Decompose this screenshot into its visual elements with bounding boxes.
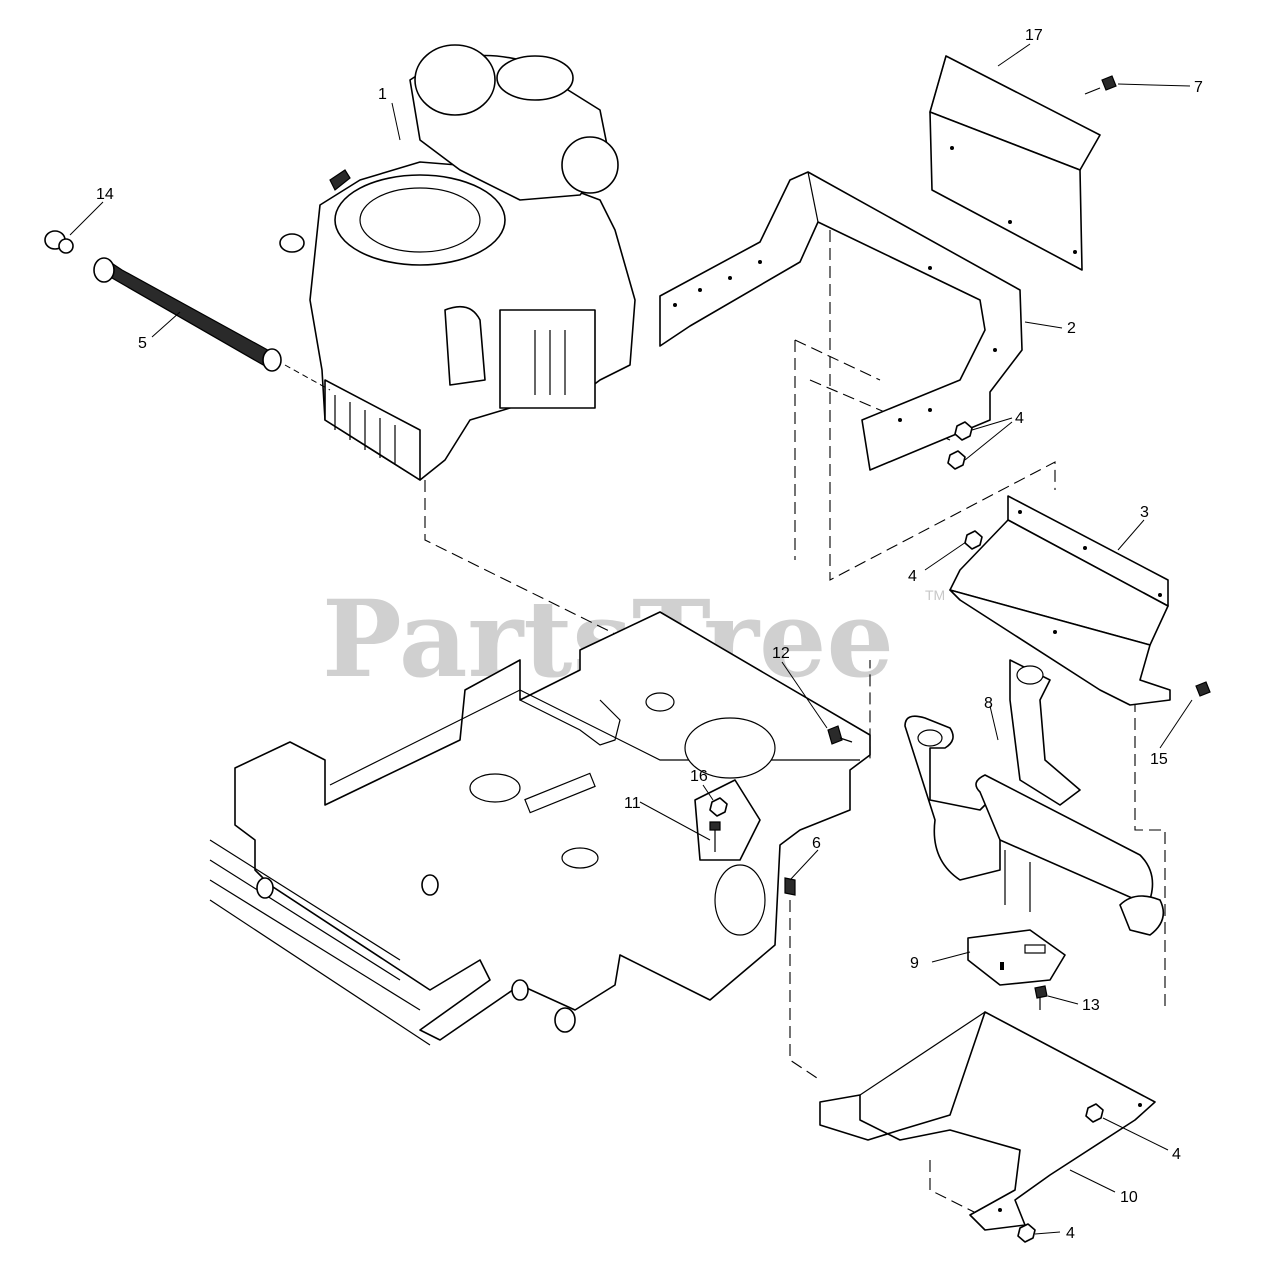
part-10-bottom-shield[interactable] (819, 1011, 1156, 1231)
part-9-clamp[interactable] (967, 929, 1066, 986)
hardware-parts (709, 75, 1211, 1243)
part-4-nut-mid[interactable] (964, 530, 983, 550)
callout-6: 6 (812, 835, 821, 852)
callout-2: 2 (1067, 320, 1076, 337)
callout-4-mid: 4 (908, 568, 917, 585)
callout-5: 5 (138, 335, 147, 352)
part-13-bolt[interactable] (1034, 985, 1048, 1010)
callout-14: 14 (96, 186, 114, 203)
watermark-trademark: TM (925, 587, 945, 603)
part-6-clip[interactable] (784, 877, 796, 896)
callout-3: 3 (1140, 504, 1149, 521)
part-14-fitting[interactable] (44, 230, 74, 254)
part-4-nut-lower-2[interactable] (1017, 1223, 1036, 1243)
callout-13: 13 (1082, 997, 1100, 1014)
callout-4-lower-right: 4 (1172, 1146, 1181, 1163)
part-8-muffler[interactable] (904, 659, 1165, 936)
callout-16: 16 (690, 768, 708, 785)
part-17-shield[interactable] (929, 55, 1101, 271)
callout-4-upper: 4 (1015, 410, 1024, 427)
callout-9: 9 (910, 955, 919, 972)
callout-10: 10 (1120, 1189, 1138, 1206)
part-5-hose[interactable] (93, 257, 331, 391)
callout-labels: 1 2 3 4 4 4 4 5 6 7 8 9 10 11 12 13 14 1… (96, 27, 1203, 1242)
callout-15: 15 (1150, 751, 1168, 768)
part-1-engine[interactable] (279, 44, 636, 481)
callout-17: 17 (1025, 27, 1043, 44)
callout-12: 12 (772, 645, 790, 662)
part-7-bolt[interactable] (1084, 75, 1117, 95)
callout-1: 1 (378, 86, 387, 103)
part-16-nut[interactable] (709, 797, 728, 817)
callout-8: 8 (984, 695, 993, 712)
part-4-nut-upper-2[interactable] (947, 450, 966, 470)
callout-7: 7 (1194, 79, 1203, 96)
chassis-frame[interactable] (209, 611, 871, 1046)
part-2-engine-bracket[interactable] (659, 171, 1023, 471)
leader-lines (69, 43, 1193, 1235)
part-12-bolt[interactable] (827, 725, 853, 745)
part-15-screw[interactable] (1195, 681, 1211, 697)
part-4-nut-upper-1[interactable] (954, 421, 973, 441)
part-11-bolt[interactable] (709, 821, 721, 852)
callout-11: 11 (624, 795, 641, 812)
part-3-heat-shield[interactable] (949, 495, 1171, 706)
part-4-nut-lower-1[interactable] (1085, 1103, 1104, 1123)
callout-4-bottom: 4 (1066, 1225, 1075, 1242)
